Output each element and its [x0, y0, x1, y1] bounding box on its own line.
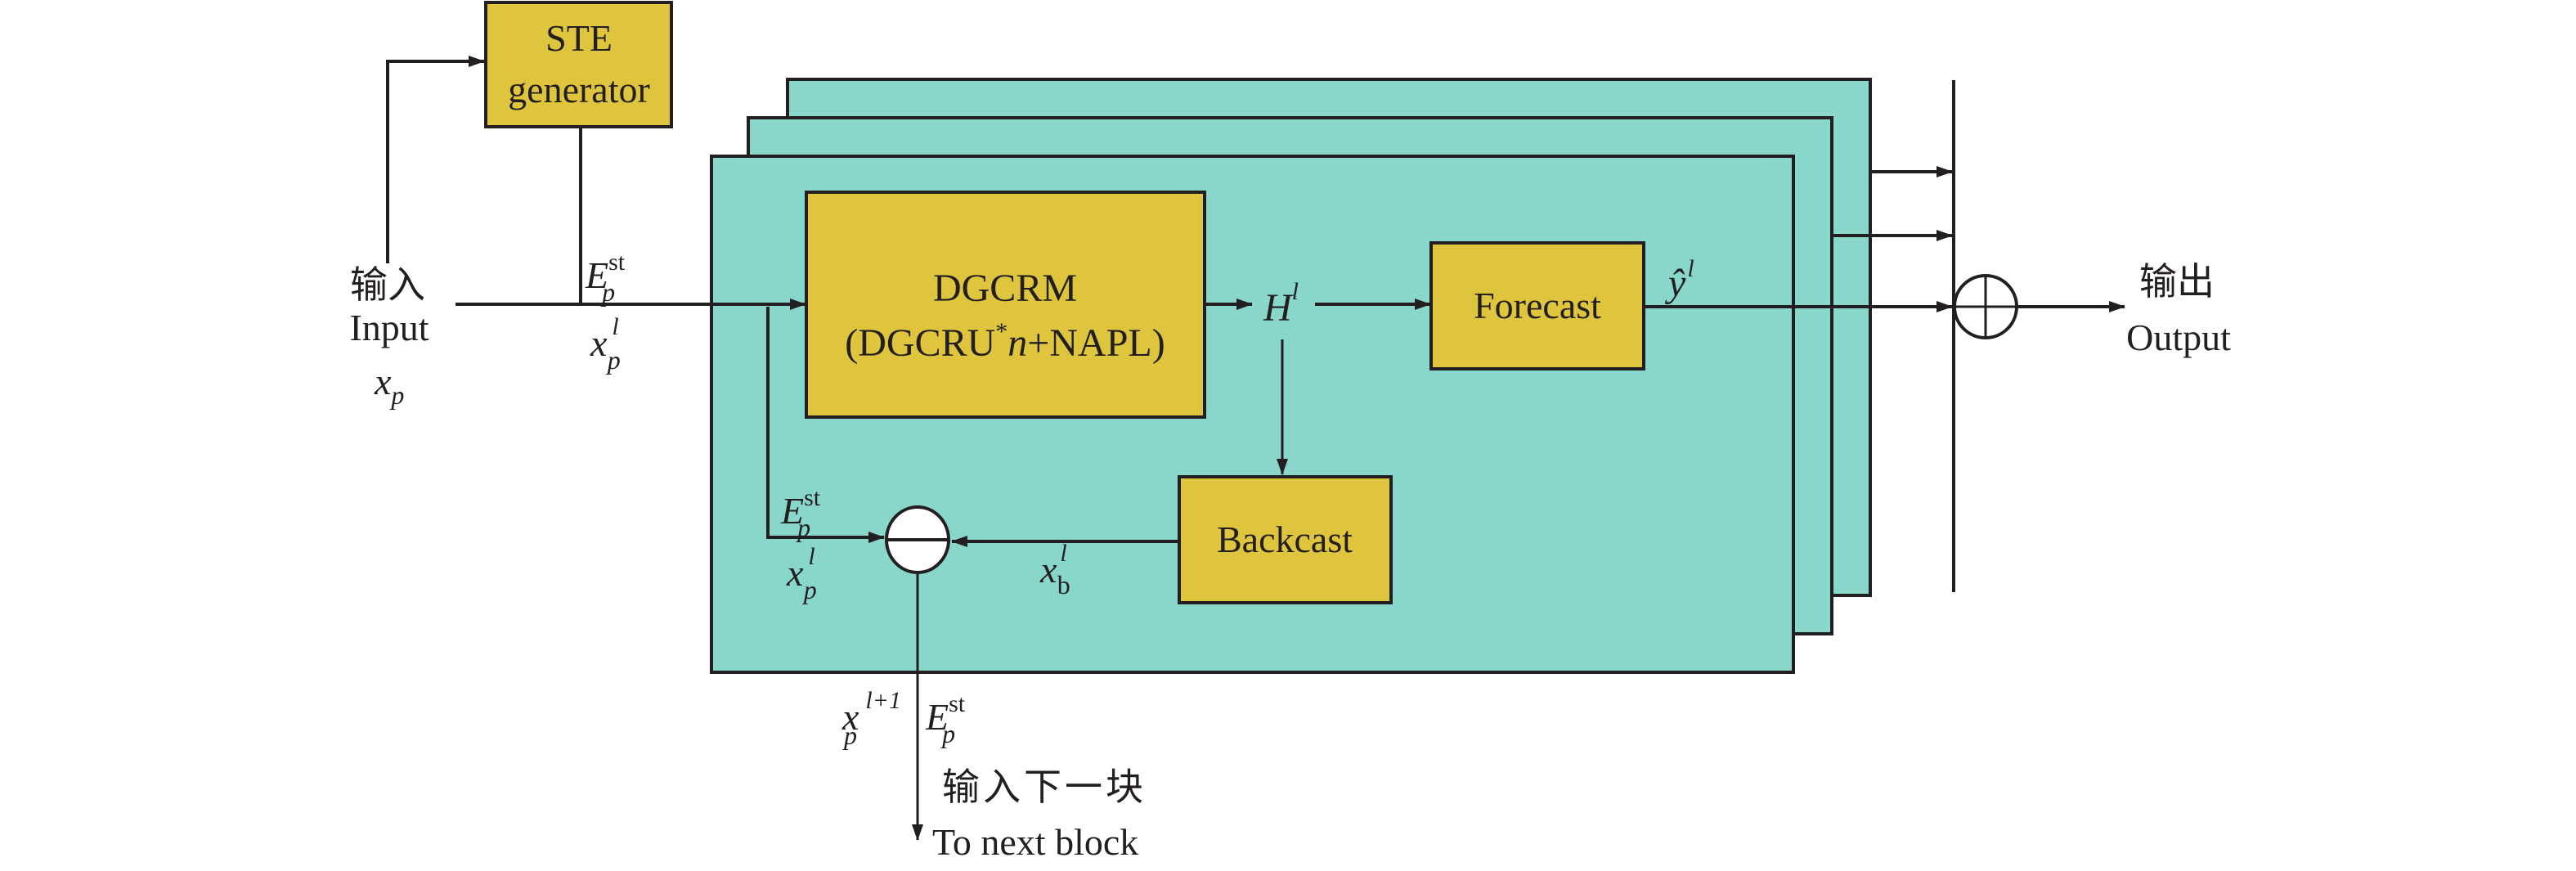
- subtract-operator-icon: [885, 505, 950, 574]
- backcast-label: Backcast: [1217, 519, 1353, 560]
- ste-generator-label-line2: generator: [508, 69, 650, 110]
- ste-generator-box: STE generator: [484, 1, 673, 128]
- backcast-box: Backcast: [1178, 475, 1393, 604]
- output-label-en: Output: [2126, 317, 2231, 358]
- forecast-box: Forecast: [1429, 241, 1645, 370]
- sum-operator-icon: [1953, 274, 2018, 339]
- output-label-cn: 输出: [2139, 261, 2215, 303]
- input-label-cn: 输入: [350, 264, 425, 306]
- next-block-label-en: To next block: [932, 821, 1138, 863]
- dgcrm-label-line1: DGCRM: [933, 267, 1077, 310]
- input-to-ste-arrow: [386, 56, 485, 263]
- feedback-to-subtract-arrow: [766, 307, 885, 543]
- input-symbol: xp: [374, 361, 404, 410]
- forecast-label: Forecast: [1474, 285, 1601, 326]
- forecast-output-label: ŷl: [1664, 255, 1694, 305]
- ste-generator-label-line1: STE: [545, 17, 613, 59]
- hidden-state-label: Hl: [1263, 278, 1299, 330]
- next-block-label-cn: 输入下一块: [942, 766, 1147, 808]
- input-label-en: Input: [349, 307, 429, 348]
- dgcrm-box: DGCRM (DGCRU*n+NAPL): [805, 191, 1206, 419]
- dgcrm-label-line2: (DGCRU*n+NAPL): [845, 318, 1165, 365]
